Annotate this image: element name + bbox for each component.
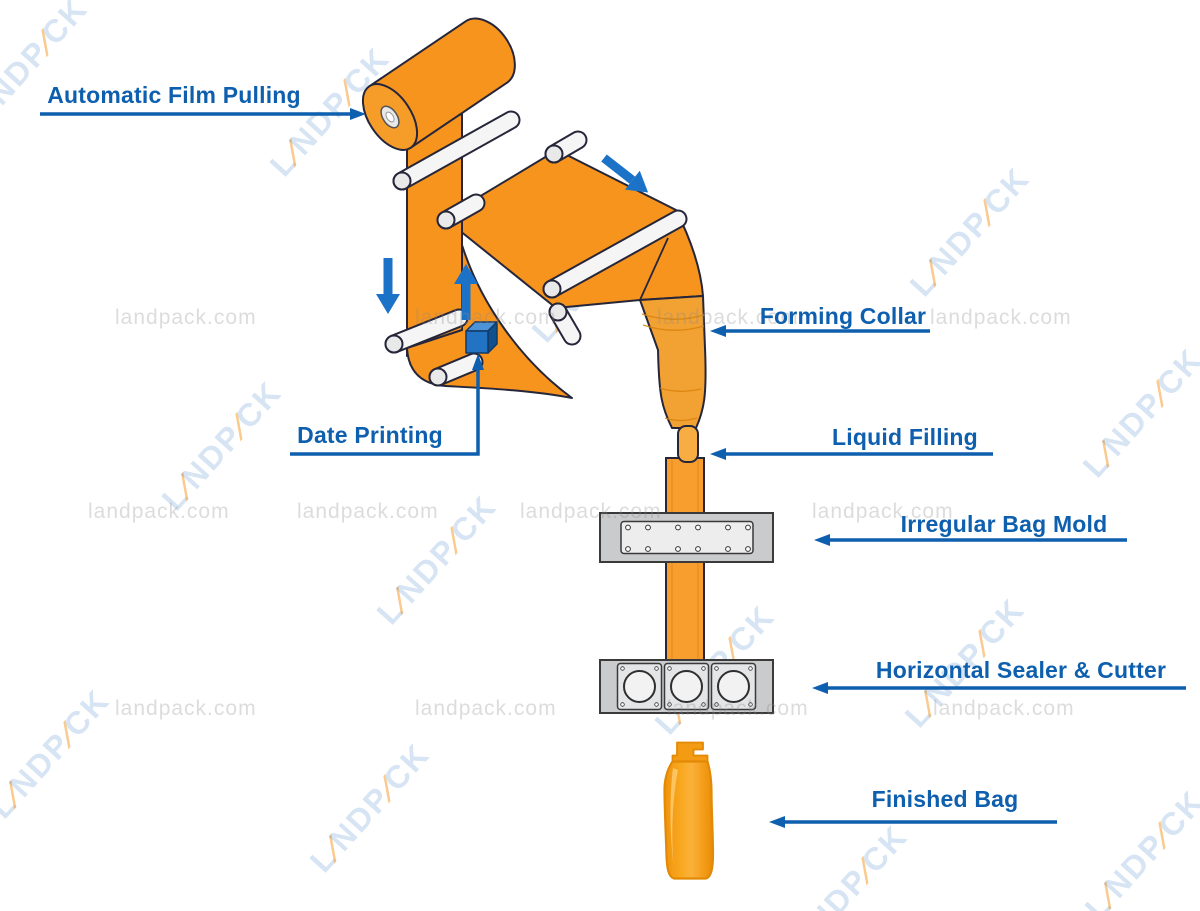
sealer-screws bbox=[620, 666, 753, 707]
sealer-die-circle bbox=[670, 670, 703, 703]
film-roll bbox=[361, 17, 516, 151]
guide-roller bbox=[392, 110, 521, 191]
date-printer-cube bbox=[465, 321, 498, 354]
finished-bag-shape bbox=[663, 741, 715, 880]
arrow-date-printing bbox=[290, 354, 484, 456]
filling-nozzle bbox=[677, 425, 699, 463]
label-date-printing: Date Printing bbox=[297, 422, 443, 448]
label-liquid-filling: Liquid Filling bbox=[832, 424, 978, 450]
guide-roller bbox=[428, 352, 484, 387]
sealer-plates bbox=[616, 662, 757, 711]
guide-roller bbox=[548, 302, 582, 346]
guide-roller bbox=[436, 193, 486, 230]
guide-roller bbox=[542, 209, 688, 299]
bag-highlight bbox=[670, 768, 678, 868]
horizontal-sealer-cutter bbox=[599, 659, 774, 714]
sealer-die-circle bbox=[623, 670, 656, 703]
sealer-die-circle bbox=[717, 670, 750, 703]
label-finished-bag: Finished Bag bbox=[871, 786, 1019, 812]
collar-band-lines bbox=[641, 313, 705, 422]
film-crease-line bbox=[639, 237, 669, 301]
film-roll-core-icon bbox=[380, 105, 400, 129]
bag-body bbox=[663, 760, 715, 880]
guide-roller bbox=[544, 130, 588, 164]
bag-mold-plate bbox=[620, 520, 754, 555]
label-horizontal-sealer-cutter: Horizontal Sealer & Cutter bbox=[875, 657, 1167, 683]
label-forming-collar: Forming Collar bbox=[759, 303, 927, 329]
label-irregular-bag-mold: Irregular Bag Mold bbox=[900, 511, 1108, 537]
bag-cap bbox=[671, 741, 709, 763]
guide-rollers bbox=[384, 110, 688, 387]
bag-mold-screws bbox=[625, 524, 751, 552]
irregular-bag-mold bbox=[599, 512, 774, 563]
label-automatic-film-pulling: Automatic Film Pulling bbox=[47, 82, 301, 108]
guide-roller bbox=[384, 308, 469, 354]
